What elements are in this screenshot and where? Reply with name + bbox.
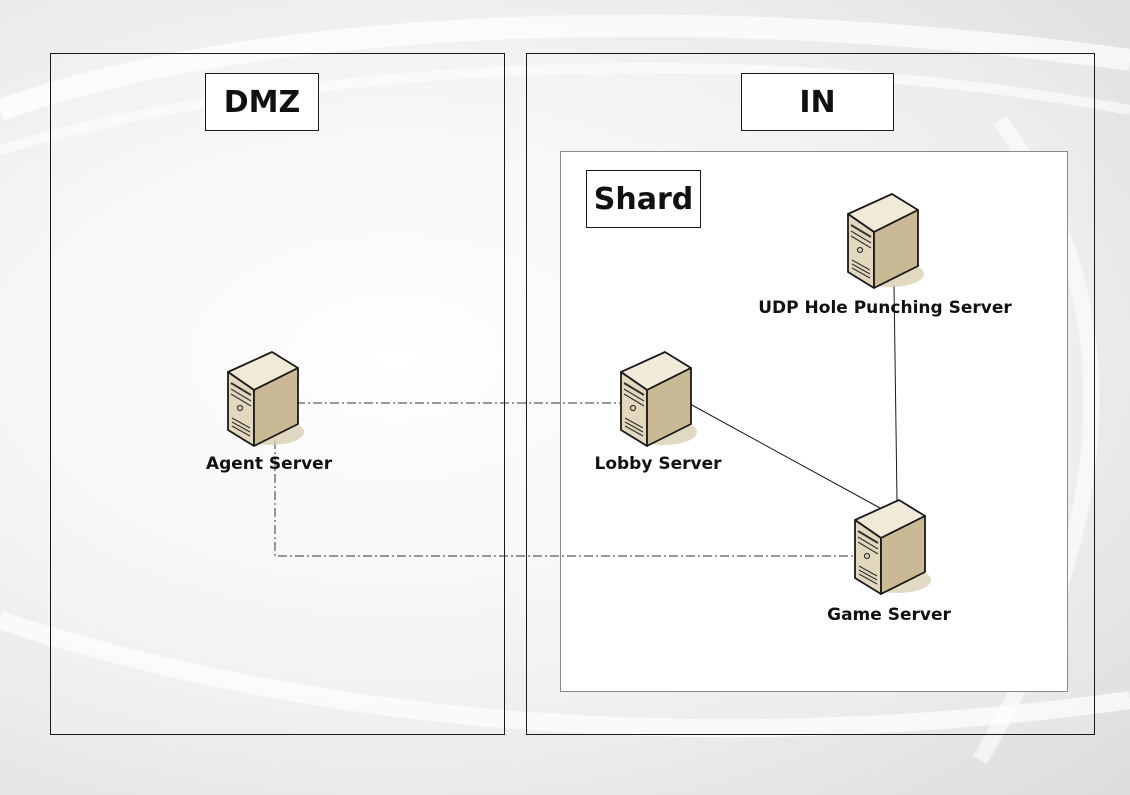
connector-udp-game bbox=[893, 284, 898, 501]
agent-server-icon bbox=[218, 348, 308, 448]
connector-agent-game bbox=[274, 440, 857, 557]
lobby-server-icon bbox=[611, 348, 701, 448]
shard-title: Shard bbox=[586, 170, 701, 228]
game-server-label: Game Server bbox=[827, 605, 951, 625]
game-server-icon bbox=[845, 496, 935, 596]
udp-hole-punching-server-label: UDP Hole Punching Server bbox=[758, 298, 1012, 318]
udp-hole-punching-server-icon bbox=[838, 190, 928, 290]
internal-title: IN bbox=[741, 73, 894, 131]
connector-lobby-game bbox=[689, 403, 881, 509]
agent-server-label: Agent Server bbox=[205, 454, 333, 474]
dmz-title: DMZ bbox=[205, 73, 319, 131]
lobby-server-label: Lobby Server bbox=[594, 454, 722, 474]
